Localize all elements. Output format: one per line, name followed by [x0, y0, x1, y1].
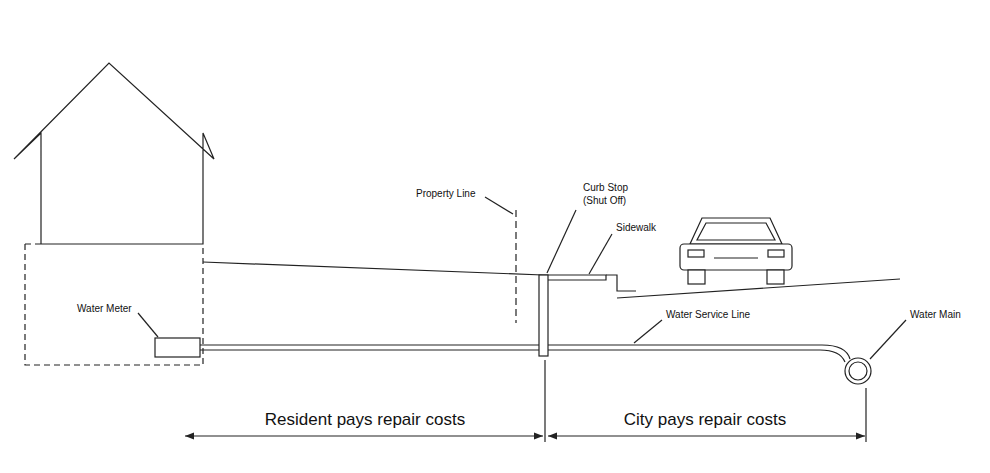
- property-line: [515, 210, 516, 323]
- divider-tick: [865, 388, 866, 442]
- leader-line: [138, 313, 158, 337]
- car: [680, 218, 792, 284]
- water-meter: [155, 338, 200, 357]
- curb: [606, 275, 636, 291]
- leader-line: [485, 197, 513, 214]
- leader-line: [634, 320, 662, 343]
- curb-stop: [539, 275, 548, 356]
- water-main-pipe: [849, 362, 867, 380]
- leader-line: [870, 320, 906, 359]
- leader-line: [589, 234, 612, 274]
- water-service-line: [200, 345, 850, 359]
- leader-line: [547, 210, 576, 273]
- divider-tick: [544, 360, 545, 442]
- water-service-line: [200, 350, 845, 362]
- road-line: [617, 279, 900, 298]
- leader-label: Curb Stop (Shut Off): [582, 181, 638, 207]
- water-main-pipe: [845, 358, 871, 384]
- leader-label: Sidewalk: [615, 221, 657, 234]
- leader-label: Water Main: [909, 308, 962, 321]
- cost-label: City pays repair costs: [623, 409, 788, 430]
- basement-outline: [25, 244, 203, 365]
- leader-label: Water Meter: [76, 302, 133, 315]
- ground-line: [203, 262, 543, 275]
- leader-label: Water Service Line: [665, 308, 751, 321]
- cost-label: Resident pays repair costs: [264, 409, 466, 430]
- house-outline: [14, 63, 214, 244]
- sidewalk: [543, 275, 606, 280]
- dimension-arrow: [185, 435, 543, 436]
- dimension-arrow: [548, 435, 865, 436]
- leader-label: Property Line: [415, 187, 476, 200]
